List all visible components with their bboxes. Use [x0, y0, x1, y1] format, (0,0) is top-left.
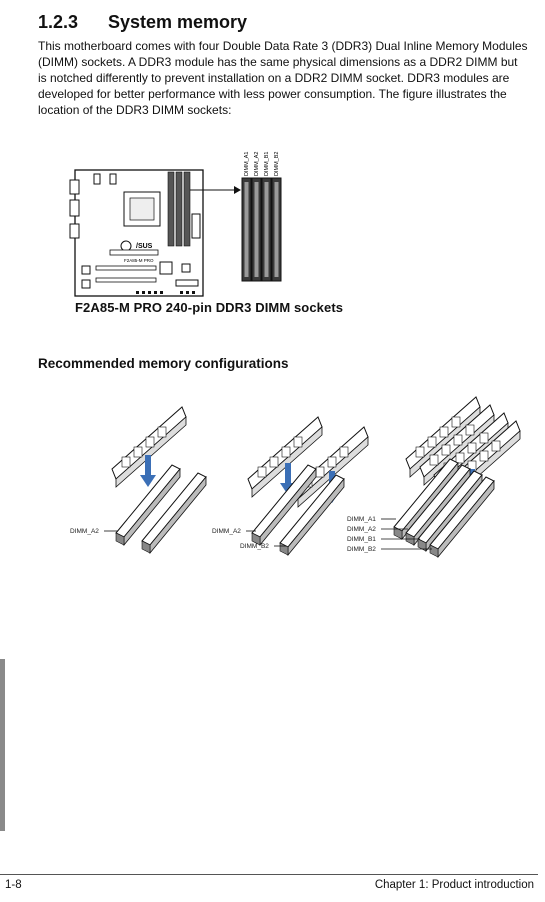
config3-label-b1: DIMM_B1 [347, 536, 376, 543]
recommended-heading: Recommended memory configurations [38, 356, 289, 371]
slot-label-a2: DIMM_A2 [254, 152, 260, 176]
chip [81, 279, 91, 289]
chapter-title: Chapter 1: Product introduction [374, 879, 534, 891]
config-four-dimms: DIMM_A1 DIMM_A2 DIMM_B1 DIMM_B2 [347, 396, 521, 558]
slot-label-a1: DIMM_A1 [244, 152, 250, 176]
battery [120, 240, 132, 252]
header-row [136, 291, 195, 294]
intro-paragraph: This motherboard comes with four Double … [38, 38, 533, 118]
pci-slot [95, 277, 157, 283]
chapter-side-bar [0, 659, 5, 831]
dimm-slot-mini [175, 171, 183, 247]
chip [81, 265, 91, 275]
config3-label-a2: DIMM_A2 [347, 526, 376, 533]
config-one-dimm: DIMM_A2 [70, 406, 207, 554]
dimm-socket [141, 472, 207, 554]
chip [181, 263, 191, 273]
config1-label-a2: DIMM_A2 [70, 528, 99, 535]
memory-config-illustrations: DIMM_A2 DIMM_A2 DIMM_B2 DIMM_A1 DIMM_A2 … [70, 396, 521, 558]
slot-label-b2: DIMM_B2 [274, 152, 280, 176]
cpu-socket-inner [129, 197, 155, 221]
asus-logo: /SUS [136, 243, 153, 250]
slot-label-b1: DIMM_B1 [264, 152, 270, 176]
io-port [69, 223, 80, 239]
intro-line: location of the DDR3 DIMM sockets: [38, 103, 232, 117]
connector [93, 173, 101, 185]
section-number: 1.2.3 [38, 12, 79, 32]
dimm-slots-detail [241, 177, 282, 282]
page-number: 1-8 [5, 879, 22, 891]
board-label: F2A85-M PRO [124, 258, 154, 263]
motherboard-figure-caption: F2A85-M PRO 240-pin DDR3 DIMM sockets [75, 300, 344, 315]
intro-line: is notched differently to prevent instal… [38, 71, 510, 85]
power-connector [191, 213, 201, 239]
connector [109, 173, 117, 185]
motherboard-layout-figure: /SUS F2A85-M PRO DIMM_A1 DIMM_A2 DIMM_B1… [69, 152, 282, 297]
section-title: System memory [108, 12, 248, 32]
config2-label-b2: DIMM_B2 [240, 543, 269, 550]
pcie-slot [109, 249, 159, 256]
config2-label-a2: DIMM_A2 [212, 528, 241, 535]
sata-connector [175, 279, 199, 287]
intro-line: This motherboard comes with four Double … [38, 39, 528, 53]
config-two-dimms: DIMM_A2 DIMM_B2 [212, 416, 369, 556]
intro-line: (DIMM) sockets. A DDR3 module has the sa… [38, 55, 518, 69]
config3-label-b2: DIMM_B2 [347, 546, 376, 553]
config3-label-a1: DIMM_A1 [347, 516, 376, 523]
footer-divider [0, 874, 538, 875]
chipset [159, 261, 173, 275]
intro-line: developed for better performance with le… [38, 87, 507, 101]
dimm-slot-mini [183, 171, 191, 247]
io-port [69, 179, 80, 195]
arrow-head [234, 186, 241, 194]
dimm-slot-mini [167, 171, 175, 247]
io-port [69, 199, 80, 217]
pci-slot [95, 265, 157, 271]
